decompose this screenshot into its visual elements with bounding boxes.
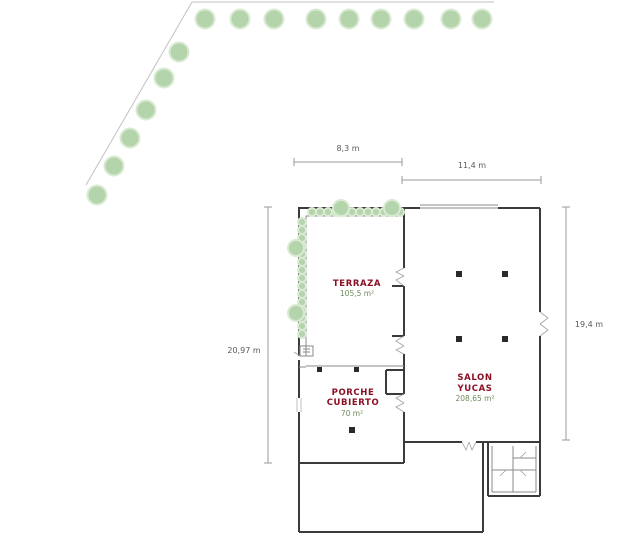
room-area-porche: 70 m²	[341, 409, 363, 418]
tree-icon	[229, 8, 251, 30]
terrace-hedge	[287, 199, 405, 339]
hedge-shrub	[363, 207, 373, 217]
hedge-shrub	[332, 199, 350, 217]
tree-icon	[338, 8, 360, 30]
room-area-salon: 208,65 m²	[456, 394, 495, 403]
hedge-shrub	[297, 217, 307, 227]
column	[349, 427, 355, 433]
tree-icon	[194, 8, 216, 30]
column	[354, 367, 359, 372]
dimension-lines	[264, 158, 570, 464]
hedge-shrub	[297, 257, 307, 267]
hedge-shrub	[297, 265, 307, 275]
tree-icon	[168, 41, 190, 63]
tree-icon	[119, 127, 141, 149]
room-name-porche-line1: PORCHE	[332, 388, 375, 398]
hedge-shrub	[287, 304, 305, 322]
hedge-shrub	[371, 207, 381, 217]
hedge-shrub	[307, 207, 317, 217]
hedge-shrub	[355, 207, 365, 217]
tree-icon	[471, 8, 493, 30]
column	[456, 336, 462, 342]
room-name-salon-line1: SALON	[457, 373, 492, 383]
tree-icon	[305, 8, 327, 30]
path-diagonal-line	[85, 1, 193, 186]
tree-row	[85, 1, 494, 206]
dim-label-salon-width: 11,4 m	[458, 161, 486, 170]
tree-icon	[370, 8, 392, 30]
dim-label-terraza-width: 8,3 m	[336, 144, 359, 153]
hedge-shrub	[297, 329, 307, 339]
dim-label-salon-depth: 19,4 m	[575, 320, 603, 329]
tree-icon	[440, 8, 462, 30]
door-swings	[293, 267, 549, 477]
tree-icon	[263, 8, 285, 30]
column	[502, 336, 508, 342]
tree-icon	[153, 67, 175, 89]
hedge-shrub	[297, 273, 307, 283]
building-walls	[298, 204, 541, 533]
tree-icon	[135, 99, 157, 121]
hedge-shrub	[323, 207, 333, 217]
room-name-terraza: TERRAZA	[333, 279, 381, 289]
tree-icon	[403, 8, 425, 30]
hedge-shrub	[297, 281, 307, 291]
hedge-shrub	[383, 199, 401, 217]
hedge-shrub	[315, 207, 325, 217]
room-name-salon-line2: YUCAS	[457, 384, 493, 394]
room-name-porche-line2: CUBIERTO	[327, 398, 380, 408]
tree-icon	[103, 155, 125, 177]
hedge-shrub	[297, 321, 307, 331]
tree-icon	[86, 184, 108, 206]
dim-label-total-depth: 20,97 m	[227, 346, 260, 355]
column	[456, 271, 462, 277]
porch-glazing	[296, 398, 302, 412]
structural-columns	[317, 271, 508, 433]
hedge-shrub	[287, 239, 305, 257]
column	[317, 367, 322, 372]
hedge-shrub	[297, 289, 307, 299]
room-area-terraza: 105,5 m²	[340, 289, 374, 298]
hedge-shrub	[297, 225, 307, 235]
column	[502, 271, 508, 277]
